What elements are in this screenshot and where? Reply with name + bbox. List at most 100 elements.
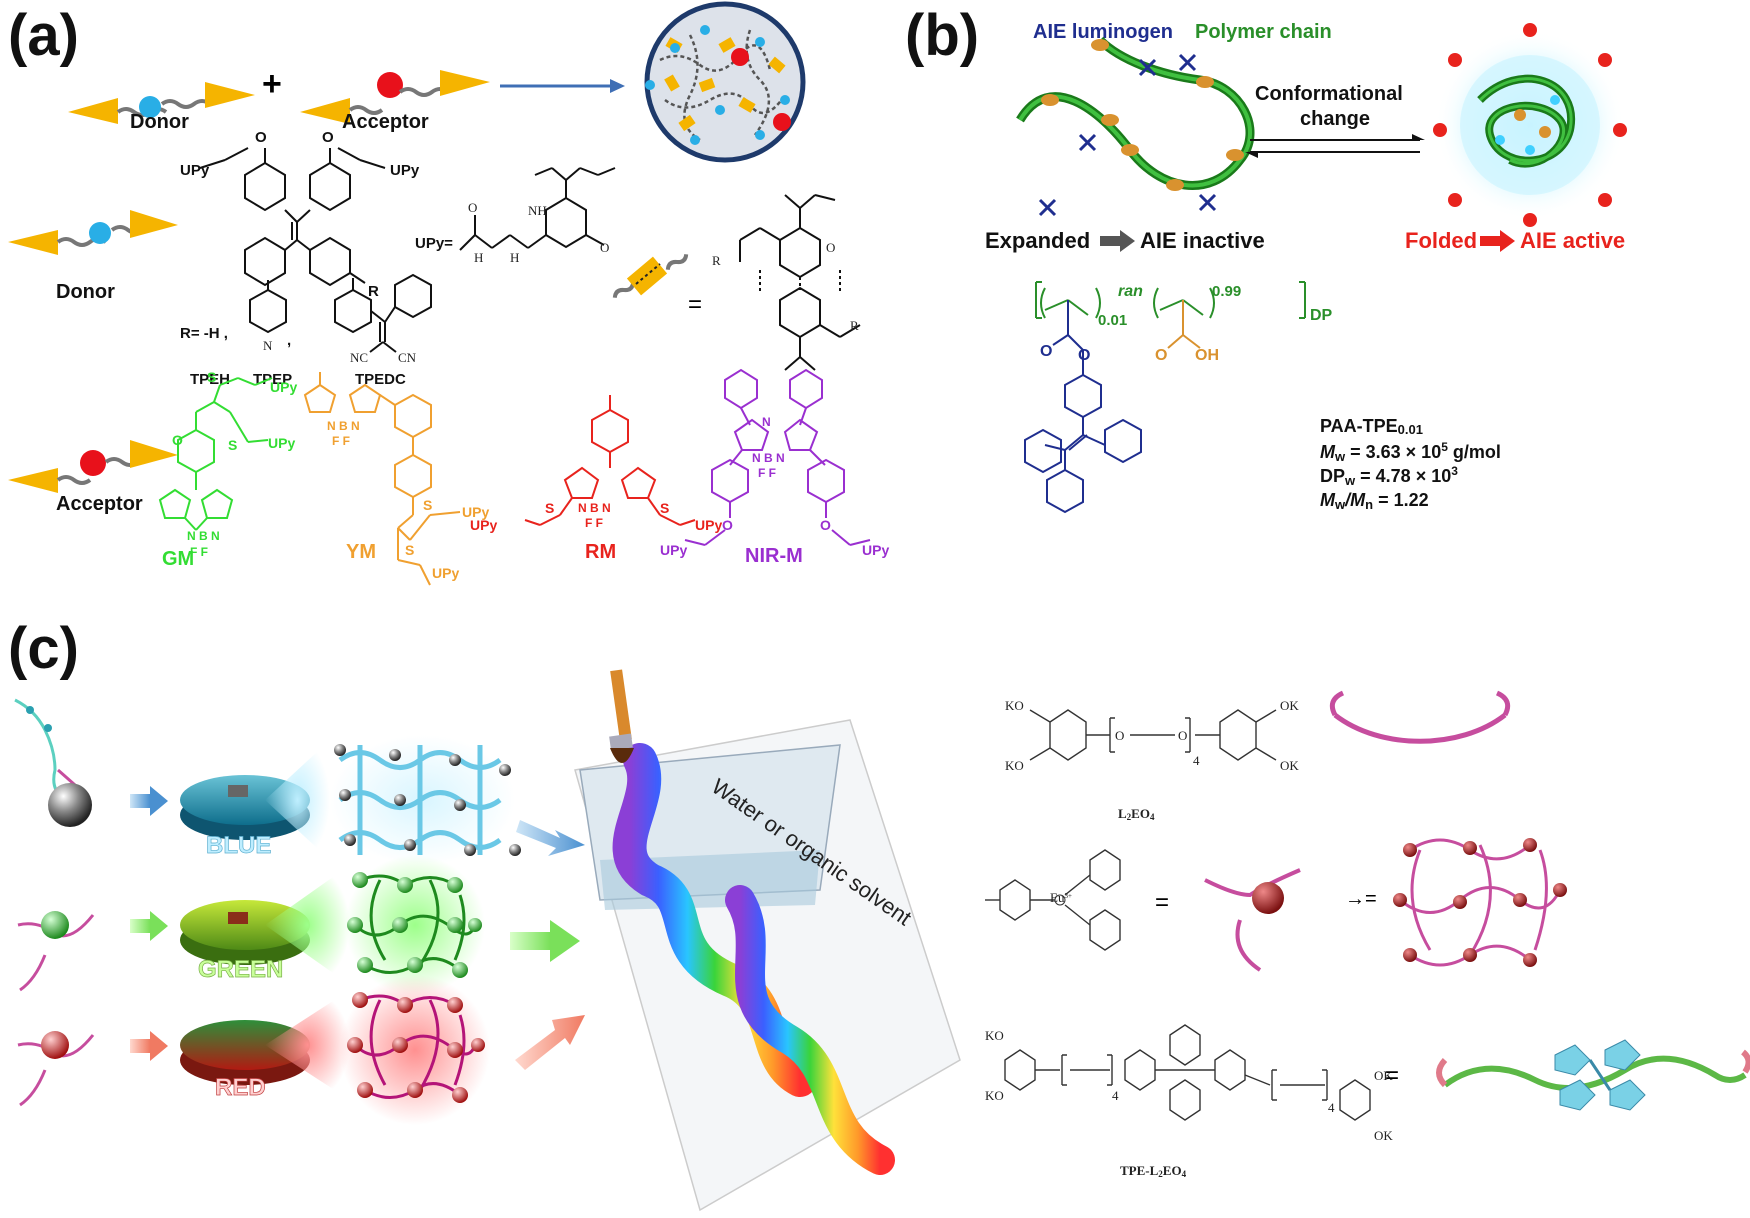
nirm-label: NIR-M (745, 545, 803, 567)
donor-bead (139, 96, 161, 118)
acceptor-unit-2 (8, 440, 178, 493)
tpe-eo-repeat-1: 4 (1112, 1088, 1119, 1103)
paintbrush-icon (609, 669, 634, 763)
polymer-chain-label: Polymer chain (1195, 21, 1332, 43)
eu-symbol: Eu (1050, 890, 1065, 905)
rm-f-label: F F (585, 516, 603, 530)
gm-upy-label-1: UPy (270, 379, 297, 395)
gm-s-label-2: S (228, 437, 237, 453)
pdi-mw-sub: w (1334, 497, 1346, 512)
ym-s-label-1: S (423, 497, 432, 513)
polymer-sub: 0.01 (1398, 422, 1423, 437)
gm-s-label-1: S (207, 369, 216, 385)
acceptor-unit (300, 70, 490, 124)
polymer-name: PAA-TPE (1320, 416, 1398, 436)
ko-label-1: KO (1005, 698, 1024, 713)
ran-label: ran (1118, 283, 1143, 300)
green-film-disc (180, 865, 350, 985)
green-network (345, 855, 485, 995)
panel-label-c: (c) (8, 616, 79, 681)
tpedc-structure (334, 273, 432, 353)
eu-complex-structure (985, 849, 1121, 951)
rm-upy-label-1: UPy (470, 517, 497, 533)
upy-structure (459, 167, 616, 251)
paa-oh-label: OH (1195, 347, 1219, 364)
tpe-ko-label-2: KO (985, 1088, 1004, 1103)
blue-big-arrow (516, 820, 585, 856)
nirm-n-label: N (762, 415, 771, 429)
plus-sign: + (262, 65, 282, 103)
aie-luminogen-label: AIE luminogen (1033, 21, 1173, 43)
mw-unit: g/mol (1448, 442, 1501, 462)
ym-upy-label-2: UPy (432, 565, 459, 581)
rm-structure (524, 395, 696, 526)
panel-label-a: (a) (8, 3, 79, 68)
dimer-r-label-2: R (850, 318, 859, 333)
paa-o-label-1: O (1040, 343, 1052, 360)
dimer-r-label: R (712, 253, 721, 268)
nirm-f-label: F F (758, 466, 776, 480)
rm-upy-label-2: UPy (695, 517, 722, 533)
rm-s-label-1: S (545, 500, 554, 516)
acceptor-bead (377, 72, 403, 98)
svg-text:DPw = 4.78 × 103: DPw = 4.78 × 103 (1320, 464, 1458, 488)
upy-nh-label: NH (528, 203, 547, 218)
eo-repeat: 4 (1193, 753, 1200, 768)
upy-h-label-2: H (510, 250, 519, 265)
change-label: change (1300, 108, 1370, 130)
red-label: RED (215, 1074, 266, 1101)
gm-structure (158, 377, 273, 531)
r-equals-h: R= -H , (180, 325, 228, 342)
eu-cartoon (1204, 868, 1301, 972)
folded-red-dots (1433, 23, 1627, 227)
svg-text:Mw/Mn = 1.22: Mw/Mn = 1.22 (1320, 490, 1429, 512)
ym-label: YM (346, 541, 376, 563)
tpe-l2eo4-sub2: 4 (1182, 1169, 1187, 1179)
conformational-label: Conformational (1255, 83, 1403, 105)
polymer-properties: PAA-TPE0.01 Mw = 3.63 × 105 g/mol DPw = … (1320, 416, 1501, 512)
upy-h-label-1: H (474, 250, 483, 265)
blue-network (330, 735, 521, 865)
l2eo4-l: L (1118, 806, 1127, 821)
dpw-sub: w (1344, 473, 1356, 488)
dimer-equals: = (688, 291, 702, 318)
tpep-label: TPEP (253, 371, 292, 388)
gm-bf-label: N B N (187, 529, 220, 543)
mw-sub: w (1334, 449, 1346, 464)
upy-o-label-2: O (600, 240, 609, 255)
blue-film-disc (180, 740, 330, 860)
ym-s-label-2: S (405, 542, 414, 558)
rm-bf-label: N B N (578, 501, 611, 515)
ligand-cartoon (1333, 713, 1507, 744)
mw-symbol: M (1320, 442, 1336, 462)
donor-label-2: Donor (56, 281, 115, 303)
tpe-l2eo4-tail: EO (1163, 1163, 1182, 1178)
l2eo4-label: L2EO4 (1118, 806, 1155, 822)
mw-value: = 3.63 × 10 (1345, 442, 1441, 462)
paa-tpe-structure (1024, 281, 1306, 514)
gm-label: GM (162, 548, 194, 570)
upy-dimer-structure (739, 194, 861, 371)
nirm-structure (684, 368, 871, 546)
expanded-polymer (1016, 36, 1255, 217)
tpe-donor-structure (199, 147, 386, 287)
aie-inactive-label: AIE inactive (1140, 228, 1265, 253)
l2eo4-tail: EO (1131, 806, 1150, 821)
ko-label-2: KO (1005, 758, 1024, 773)
pdi-value: = 1.22 (1373, 490, 1429, 510)
tpe-l2eo4-sub: 2 (1158, 1169, 1163, 1179)
donor-unit-2 (8, 210, 178, 255)
tpedc-label: TPEDC (355, 371, 406, 388)
ym-f-label: F F (332, 434, 350, 448)
l2eo4-sub: 2 (1127, 812, 1132, 822)
tpe-l2eo4-prefix: TPE-L (1120, 1163, 1159, 1178)
tpe-cartoon (1436, 1039, 1750, 1111)
ym-bf-label: N B N (327, 419, 360, 433)
fraction-001: 0.01 (1098, 312, 1127, 329)
l2eo4-sub2: 4 (1150, 812, 1155, 822)
upy-dimer-icon (612, 253, 689, 299)
donor-label: Donor (130, 111, 189, 133)
paa-o-label-2: O (1078, 347, 1090, 364)
tpe-equals: = (1385, 1062, 1399, 1089)
